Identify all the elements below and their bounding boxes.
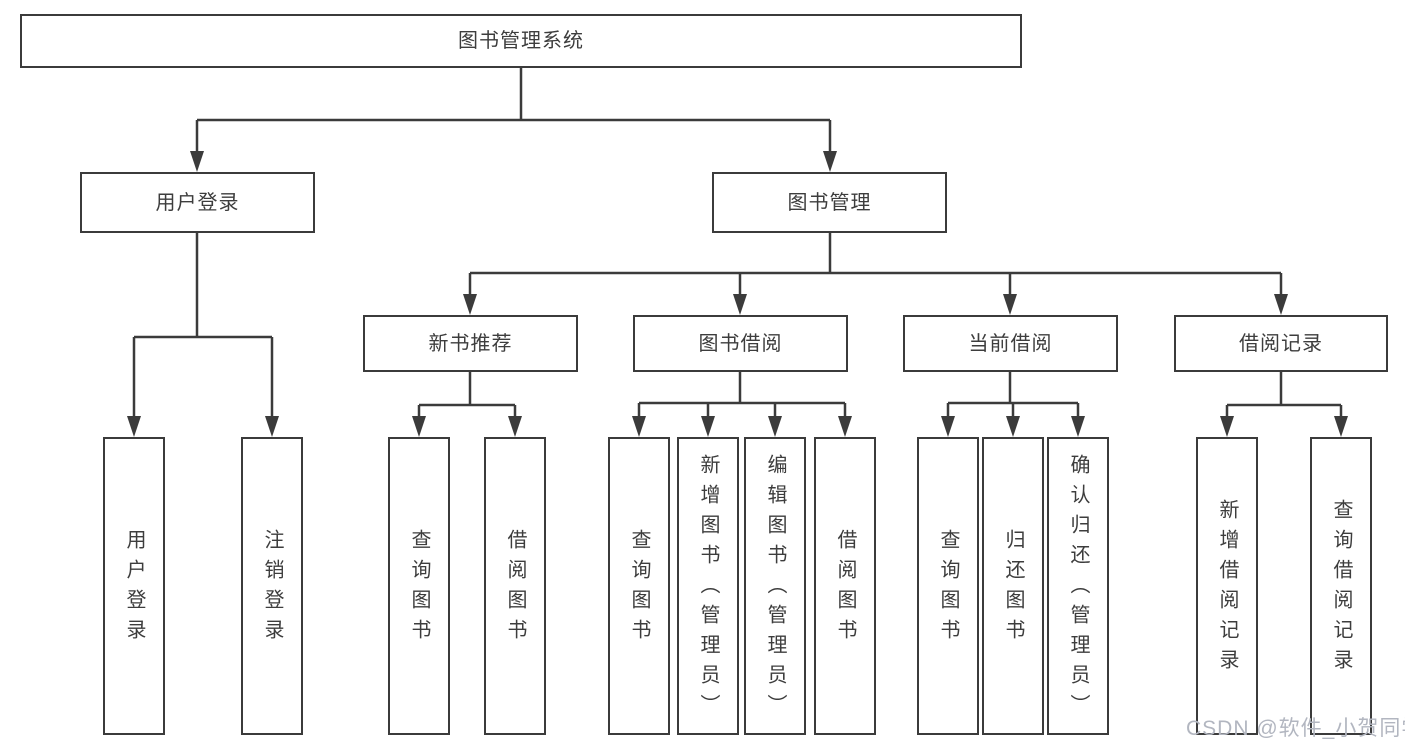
- leaf-logout: 注销登录: [241, 437, 303, 735]
- leaf-newbooks-query-books: 查询图书: [388, 437, 450, 735]
- leaf-bookborrow-query-books: 查询图书: [608, 437, 670, 735]
- node-user-login: 用户登录: [80, 172, 315, 233]
- node-book-borrow: 图书借阅: [633, 315, 848, 372]
- leaf-user-login: 用户登录: [103, 437, 165, 735]
- leaf-bookborrow-add-books-admin: 新增图书（管理员）: [677, 437, 739, 735]
- connector-new-books-children: [412, 372, 522, 437]
- node-book-management: 图书管理: [712, 172, 947, 233]
- connector-book-borrow-children: [632, 372, 852, 437]
- watermark: CSDN @软件_小贺同学: [1186, 717, 1405, 740]
- node-borrow-records: 借阅记录: [1174, 315, 1388, 372]
- leaf-records-add-borrow-record: 新增借阅记录: [1196, 437, 1258, 735]
- node-new-books: 新书推荐: [363, 315, 578, 372]
- leaf-bookborrow-edit-books-admin: 编辑图书（管理员）: [744, 437, 806, 735]
- leaf-bookborrow-borrow-books: 借阅图书: [814, 437, 876, 735]
- connector-current-borrow-children: [941, 372, 1085, 437]
- leaf-currentborrow-confirm-return-admin: 确认归还（管理员）: [1047, 437, 1109, 735]
- node-current-borrow: 当前借阅: [903, 315, 1118, 372]
- leaf-currentborrow-return-books: 归还图书: [982, 437, 1044, 735]
- connector-user-login-children: [127, 233, 279, 437]
- leaf-currentborrow-query-books: 查询图书: [917, 437, 979, 735]
- connector-root-to-level2: [190, 68, 837, 172]
- connector-book-mgmt-children: [463, 233, 1288, 315]
- node-root: 图书管理系统: [20, 14, 1022, 68]
- leaf-records-query-borrow-record: 查询借阅记录: [1310, 437, 1372, 735]
- leaf-newbooks-borrow-books: 借阅图书: [484, 437, 546, 735]
- connector-borrow-records-children: [1220, 372, 1348, 437]
